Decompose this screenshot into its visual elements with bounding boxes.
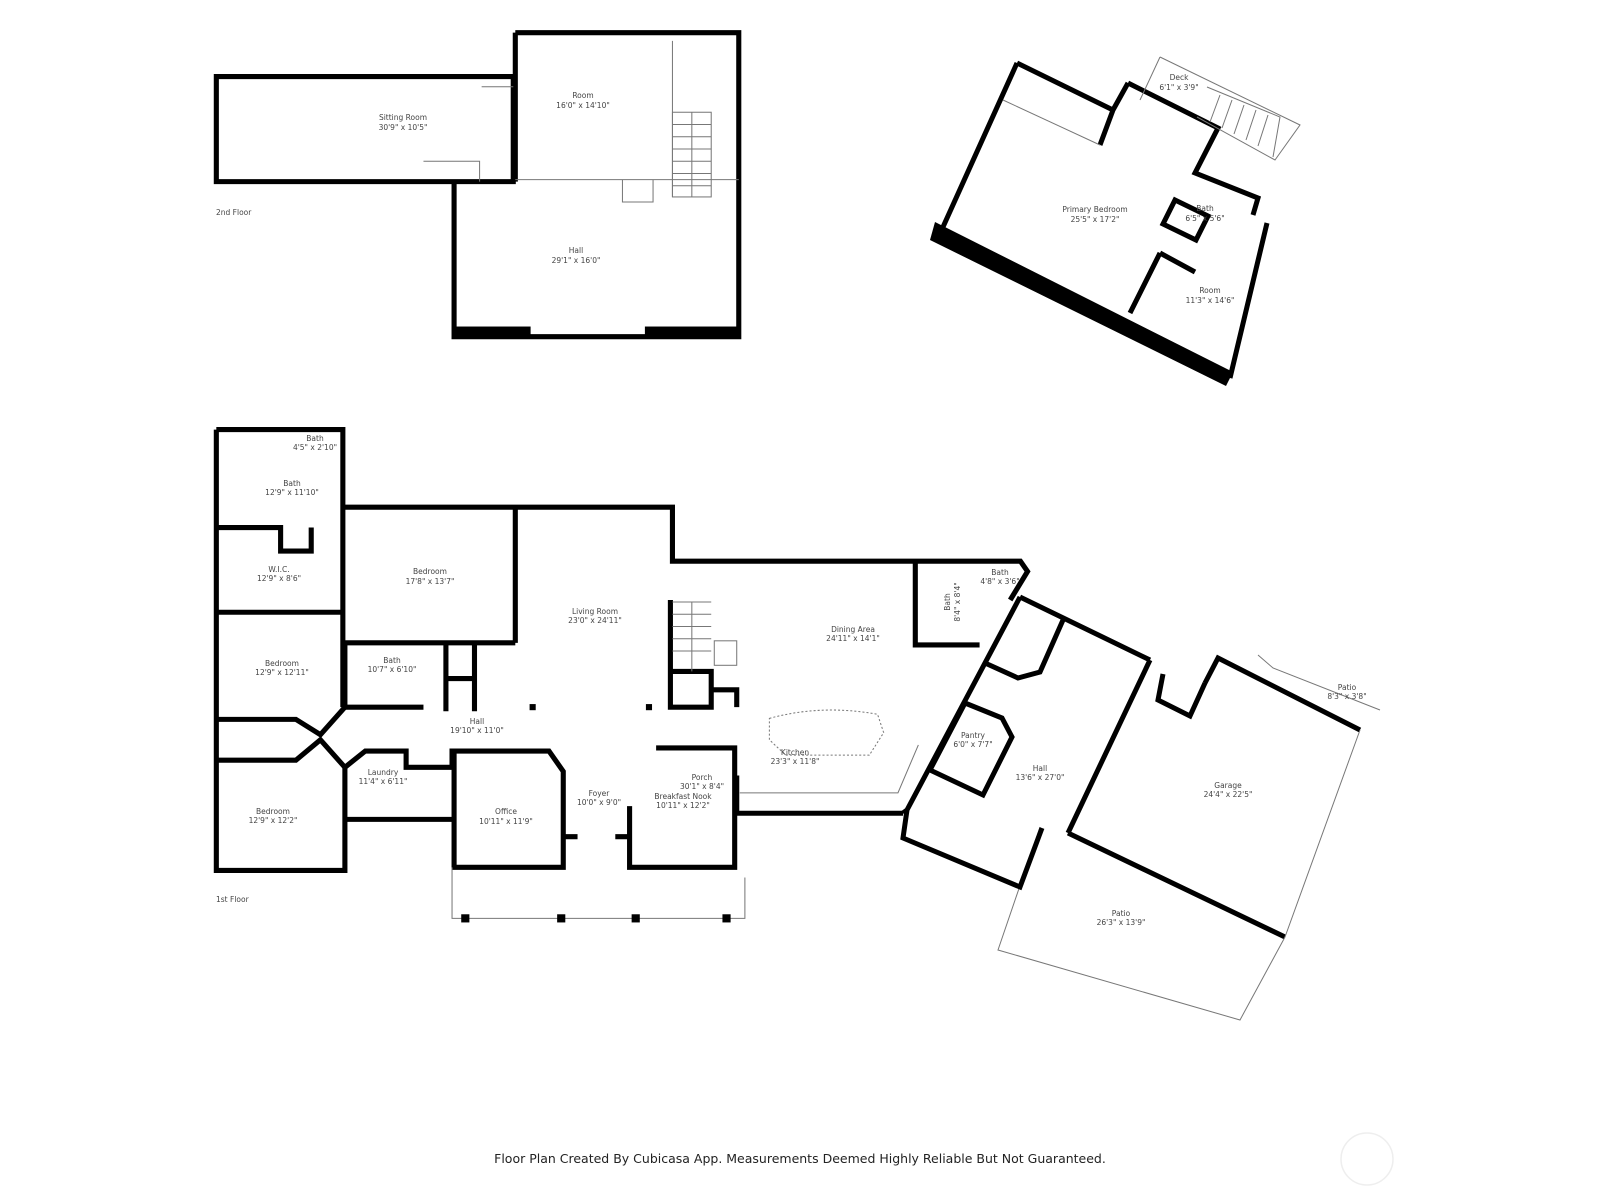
room-dims: 8'3" x 3'8" xyxy=(1327,692,1366,701)
room-name: Hall xyxy=(569,246,583,255)
room-dims: 17'8" x 13'7" xyxy=(406,577,455,586)
room-name: Bedroom xyxy=(256,807,290,816)
room-name: Room xyxy=(1199,286,1220,295)
room-name: Kitchen xyxy=(781,748,809,757)
room-name: Bath xyxy=(943,593,952,611)
room-dims: 12'9" x 12'11" xyxy=(255,668,309,677)
room-name: Office xyxy=(495,807,517,816)
room-name: Living Room xyxy=(572,607,618,616)
room-name: Deck xyxy=(1170,73,1190,82)
room-dims: 16'0" x 14'10" xyxy=(556,101,610,110)
room-dims: 4'5" x 2'10" xyxy=(293,443,337,452)
footer-disclaimer: Floor Plan Created By Cubicasa App. Meas… xyxy=(494,1151,1106,1166)
stairs xyxy=(672,601,712,672)
room-name: Primary Bedroom xyxy=(1062,205,1127,214)
room-dims: 10'11" x 12'2" xyxy=(656,801,710,810)
room-dims: 24'4" x 22'5" xyxy=(1204,790,1253,799)
room-name: Bath xyxy=(283,479,301,488)
room-dims: 11'4" x 6'11" xyxy=(359,777,408,786)
room-name: Patio xyxy=(1338,683,1357,692)
room-dims: 6'1" x 3'9" xyxy=(1159,83,1198,92)
room-name: Breakfast Nook xyxy=(654,792,712,801)
room-dims: 12'9" x 12'2" xyxy=(249,816,298,825)
room-dims: 10'11" x 11'9" xyxy=(479,817,533,826)
room-dims: 6'0" x 7'7" xyxy=(953,740,992,749)
floor-label-1st: 1st Floor xyxy=(216,895,250,904)
room-dims: 30'1" x 8'4" xyxy=(680,782,724,791)
room-name: Porch xyxy=(692,773,713,782)
room-dims: 12'9" x 8'6" xyxy=(257,574,301,583)
room-dims: 30'9" x 10'5" xyxy=(379,123,428,132)
room-name: Room xyxy=(572,91,593,100)
room-name: Hall xyxy=(470,717,484,726)
room-name: Patio xyxy=(1112,909,1131,918)
room-dims: 10'0" x 9'0" xyxy=(577,798,621,807)
room-name: Sitting Room xyxy=(379,113,427,122)
room-dims: 10'7" x 6'10" xyxy=(368,665,417,674)
room-name: Bath xyxy=(306,434,324,443)
walls xyxy=(213,30,1031,923)
room-dims: 8'4" x 8'4" xyxy=(953,582,962,621)
room-dims: 24'11" x 14'1" xyxy=(826,634,880,643)
room-dims: 19'10" x 11'0" xyxy=(450,726,504,735)
room-name: Dining Area xyxy=(831,625,875,634)
walls-angled xyxy=(900,56,1381,1021)
room-name: Bath xyxy=(383,656,401,665)
room-name: Bedroom xyxy=(265,659,299,668)
room-dims: 25'5" x 17'2" xyxy=(1071,215,1120,224)
watermark-logo xyxy=(1340,1132,1394,1186)
room-name: Bath xyxy=(991,568,1009,577)
stairs xyxy=(671,111,712,198)
room-labels: 2nd Floor 1st Floor Sitting Room 30'9" x… xyxy=(216,73,1367,927)
room-name: Pantry xyxy=(961,731,986,740)
room-dims: 26'3" x 13'9" xyxy=(1097,918,1146,927)
room-dims: 29'1" x 16'0" xyxy=(552,256,601,265)
room-dims: 4'8" x 3'6" xyxy=(980,577,1019,586)
room-dims: 12'9" x 11'10" xyxy=(265,488,319,497)
room-name: Bedroom xyxy=(413,567,447,576)
room-name: Foyer xyxy=(589,789,611,798)
floor-label-2nd: 2nd Floor xyxy=(216,208,252,217)
room-name: Garage xyxy=(1214,781,1242,790)
room-name: Hall xyxy=(1033,764,1047,773)
room-name: Laundry xyxy=(368,768,399,777)
room-name: W.I.C. xyxy=(268,565,289,574)
room-name: Bath xyxy=(1196,204,1214,213)
room-dims: 6'5" x 5'6" xyxy=(1185,214,1224,223)
room-dims: 23'0" x 24'11" xyxy=(568,616,622,625)
room-dims: 13'6" x 27'0" xyxy=(1016,773,1065,782)
room-dims: 23'3" x 11'8" xyxy=(771,757,820,766)
room-dims: 11'3" x 14'6" xyxy=(1186,296,1235,305)
